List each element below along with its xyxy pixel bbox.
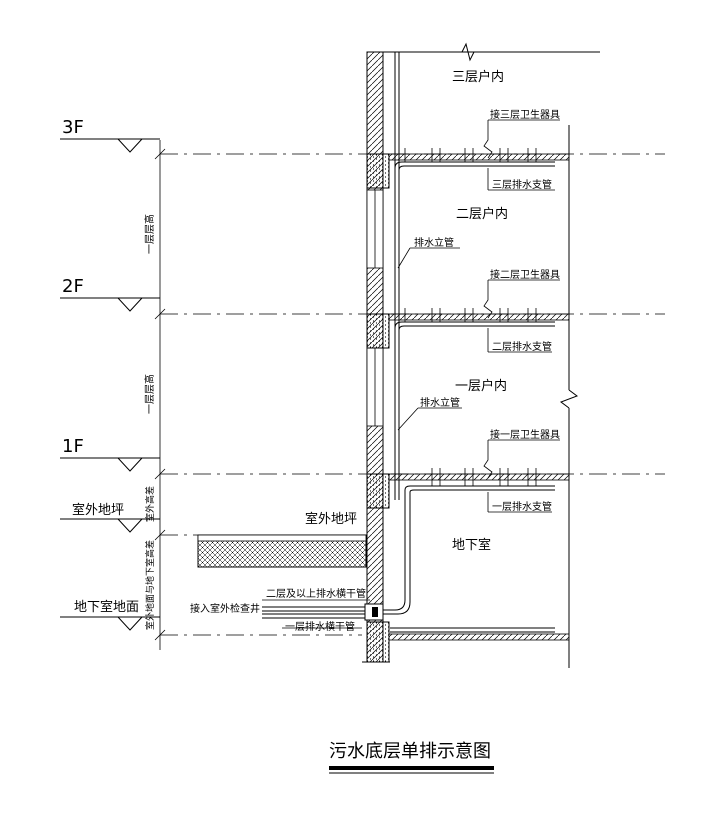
room-label-floor2: 二层户内 — [456, 206, 508, 222]
label-branch-f2: 二层排水支管 — [492, 340, 552, 353]
dim-storey-lower: 一层层高 — [143, 374, 156, 414]
label-to-manhole: 接入室外检查井 — [190, 602, 260, 615]
branch-f1 — [404, 468, 555, 500]
room-label-floor1: 一层户内 — [455, 378, 507, 394]
level-marker-2f: 2F — [60, 276, 160, 312]
floor-lines — [160, 153, 665, 636]
horizontal-mains — [262, 603, 555, 633]
outdoor-ground — [197, 534, 367, 568]
dim-outdoor-diff: 室外高差 — [144, 486, 156, 522]
level-marker-1f: 1F — [60, 436, 160, 472]
label-main-f2-above: 二层及以上排水横干管 — [266, 587, 366, 600]
branch-f2 — [394, 308, 555, 344]
level-marker-outdoor: 室外地坪 — [60, 502, 160, 533]
level-label-outdoor: 室外地坪 — [72, 502, 124, 518]
level-marker-3f: 3F — [60, 117, 160, 153]
exterior-wall — [362, 51, 390, 663]
room-label-basement: 地下室 — [452, 537, 491, 553]
level-label-3f: 3F — [62, 117, 84, 138]
branch-f3 — [394, 148, 555, 184]
dim-basement-diff: 室外地面与地下室高差 — [144, 540, 156, 630]
level-label-basement: 地下室地面 — [74, 599, 139, 615]
drawing-title: 污水底层单排示意图 — [329, 741, 494, 774]
label-riser-upper: 排水立管 — [414, 236, 454, 249]
floor-slabs — [388, 153, 570, 641]
level-label-2f: 2F — [62, 276, 84, 297]
room-label-outdoor: 室外地坪 — [305, 511, 357, 527]
leaders — [262, 119, 560, 629]
dimension-chain: 一层层高 一层层高 室外高差 室外地面与地下室高差 — [143, 140, 166, 650]
room-label-floor3: 三层户内 — [452, 69, 504, 85]
label-branch-f3: 三层排水支管 — [492, 178, 552, 191]
section-boundary — [380, 42, 600, 668]
label-main-f1: 一层排水横干管 — [285, 620, 355, 633]
label-connect-f3: 接三层卫生器具 — [490, 108, 560, 121]
label-branch-f1: 一层排水支管 — [492, 500, 552, 513]
label-riser-lower: 排水立管 — [420, 396, 460, 409]
dim-storey-upper: 一层层高 — [143, 214, 156, 254]
level-marker-basement: 地下室地面 — [60, 599, 160, 631]
level-label-1f: 1F — [62, 436, 84, 457]
title-text: 污水底层单排示意图 — [329, 741, 491, 762]
label-connect-f2: 接二层卫生器具 — [490, 268, 560, 281]
label-connect-f1: 接一层卫生器具 — [490, 428, 560, 441]
